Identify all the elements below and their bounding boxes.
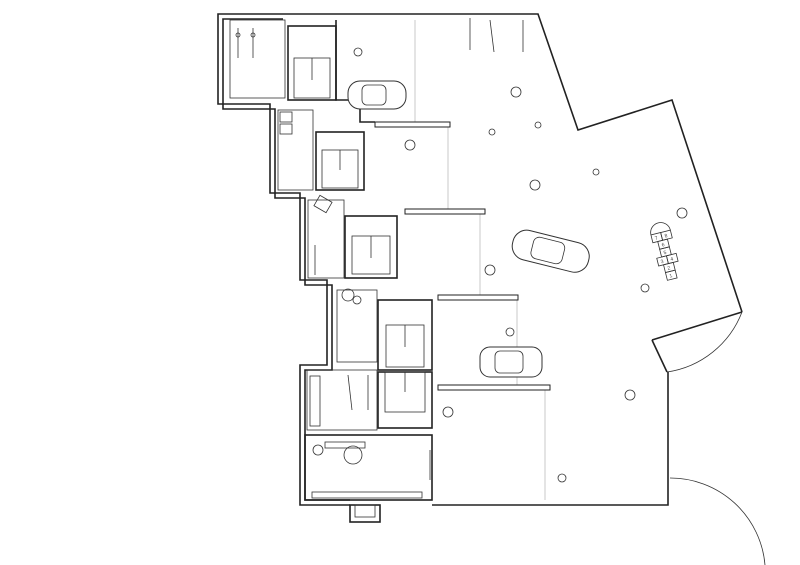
hopscotch-number: 6 xyxy=(661,242,665,249)
parking-lines xyxy=(414,20,546,500)
car-1 xyxy=(347,80,407,110)
outer-wall xyxy=(217,13,766,565)
car-3 xyxy=(479,346,543,378)
bicycles xyxy=(235,18,524,411)
hopscotch-number: 4 xyxy=(670,256,674,263)
hopscotch-number: 8 xyxy=(664,233,668,240)
hopscotch: 1 2 3 4 5 6 7 8 xyxy=(650,222,679,281)
hopscotch-number: 1 xyxy=(669,273,673,280)
hopscotch-number: 7 xyxy=(654,235,658,242)
slabs xyxy=(374,121,551,391)
people xyxy=(353,47,688,483)
rooms xyxy=(229,19,433,501)
car-2 xyxy=(511,229,590,273)
hopscotch-number: 3 xyxy=(660,259,664,266)
hopscotch-number: 2 xyxy=(667,265,671,272)
hopscotch-number: 5 xyxy=(663,250,667,257)
